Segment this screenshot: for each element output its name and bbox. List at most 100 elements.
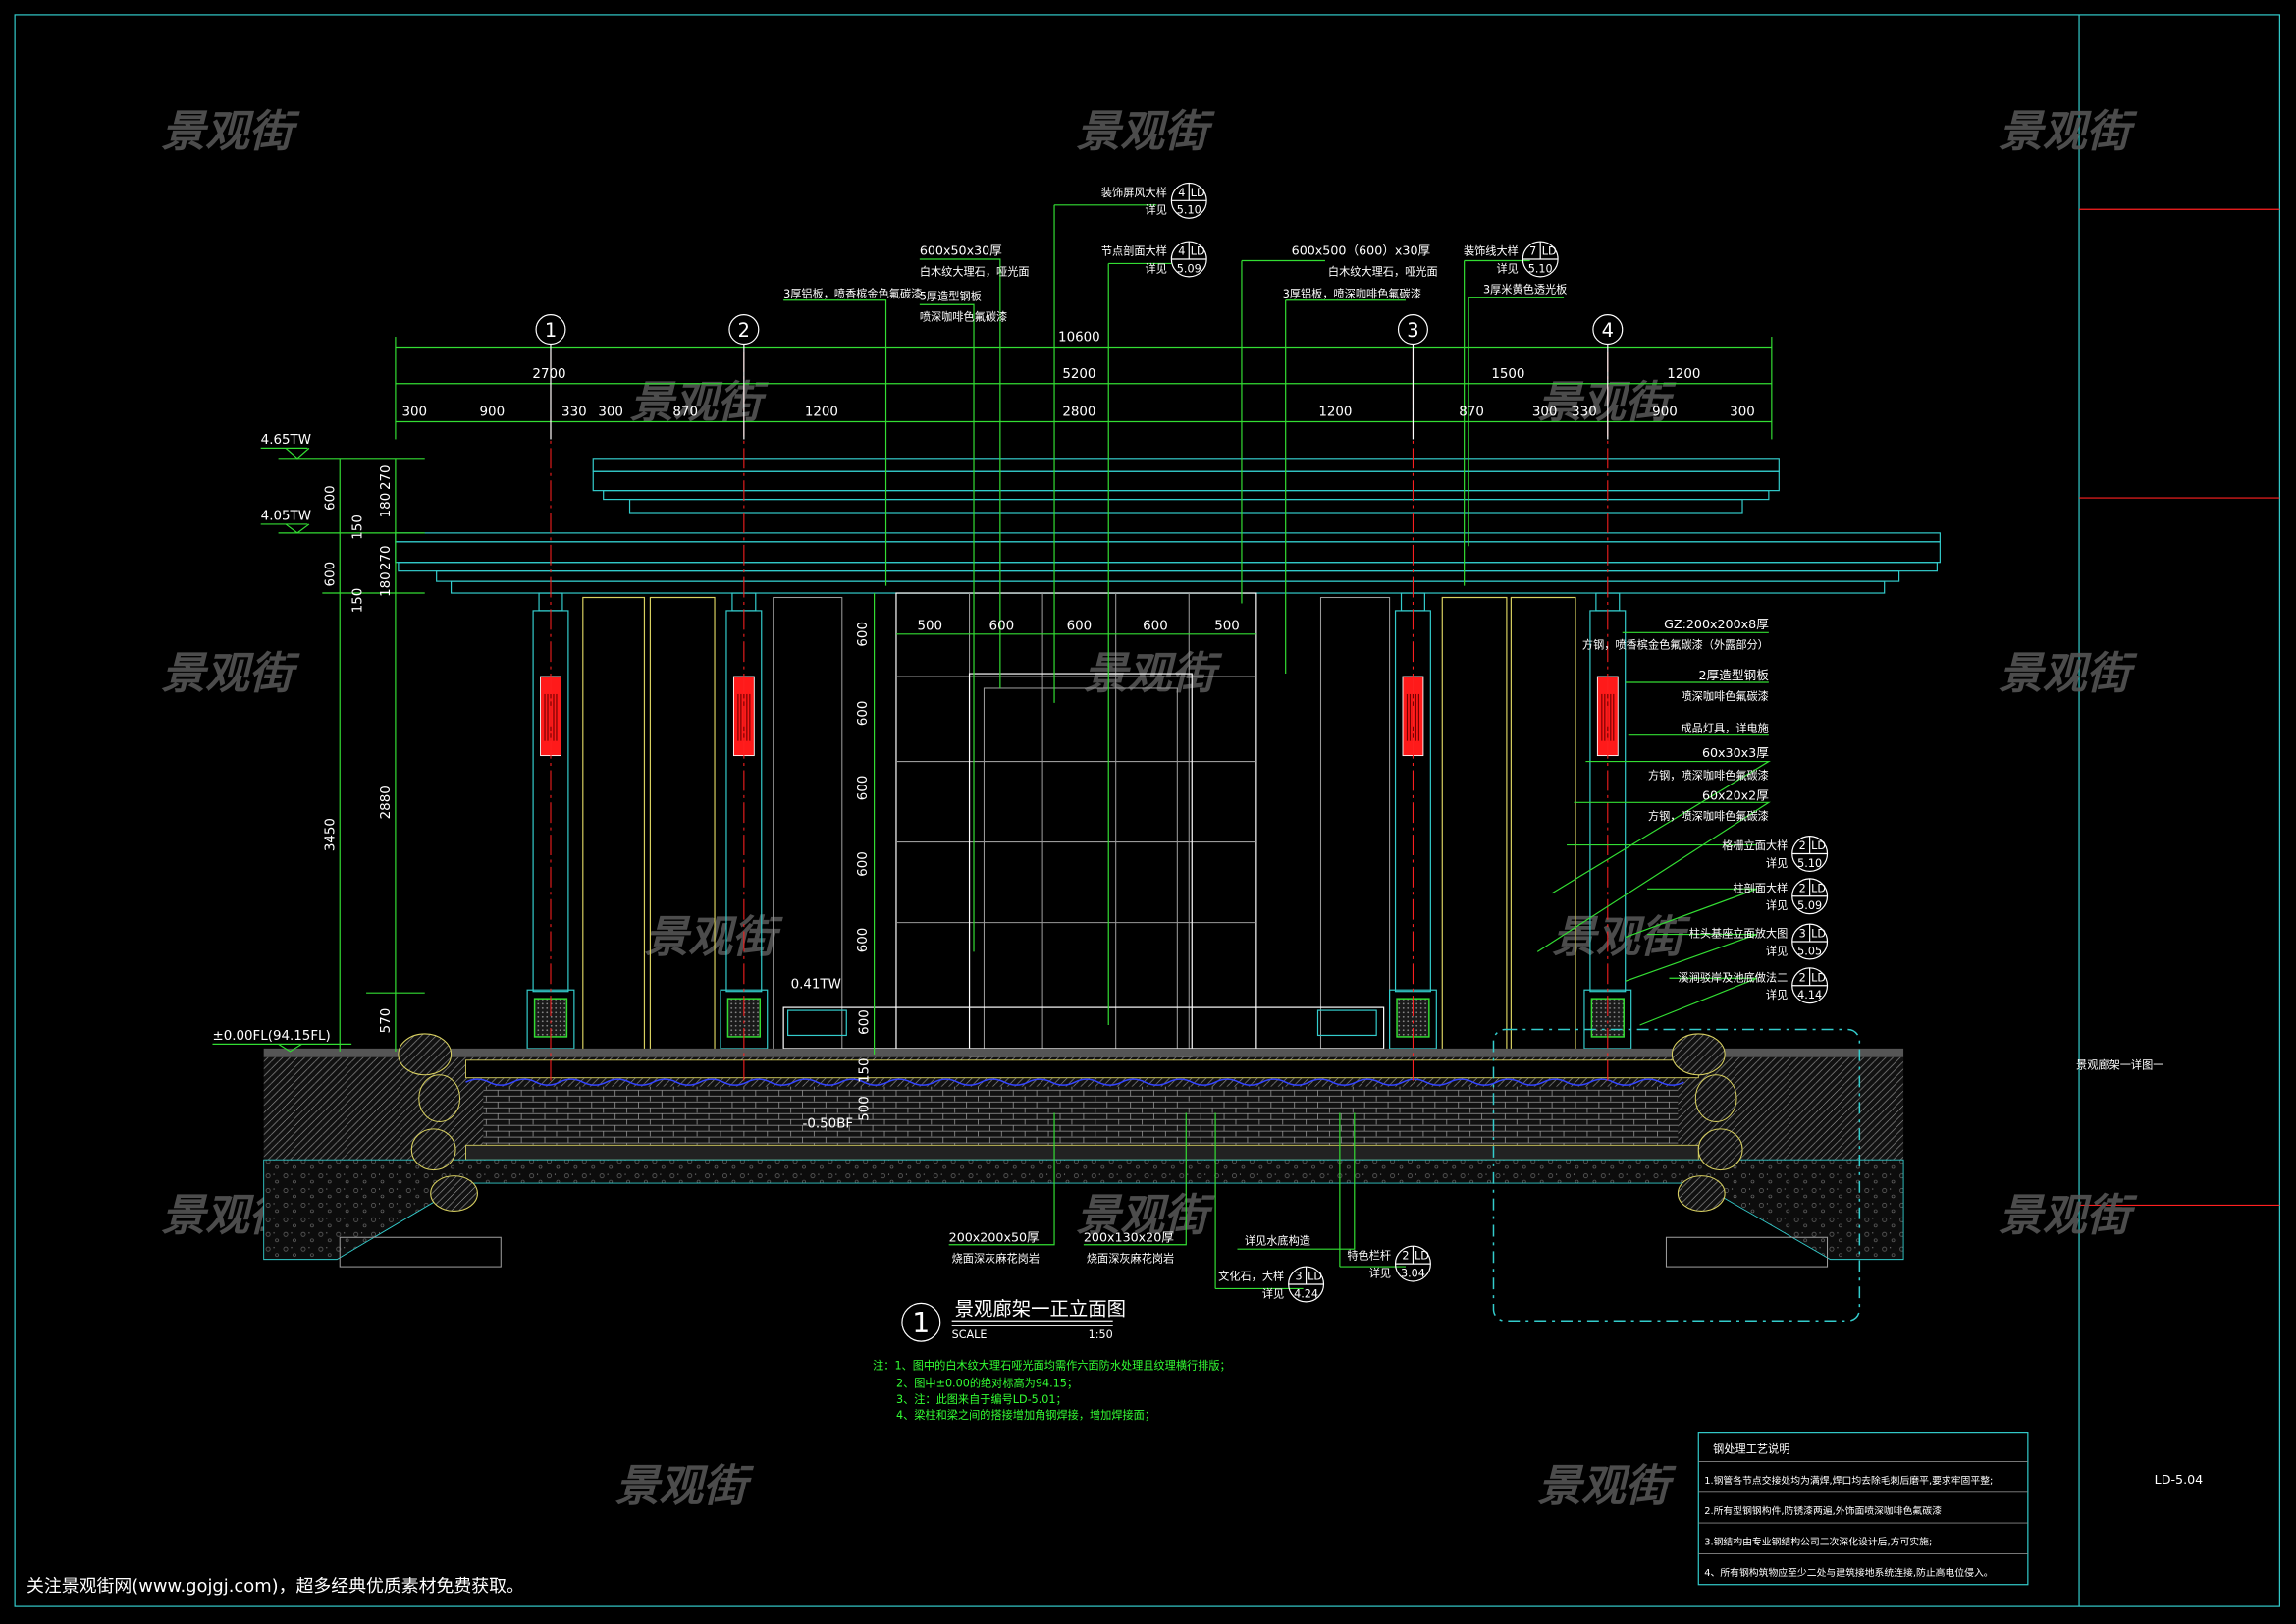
axis-marker-2: 2: [728, 314, 760, 440]
watermark-text: 景观街: [1537, 376, 1676, 428]
dim-row3: 2800: [1062, 406, 1095, 420]
ref-label: 溪涧驳岸及池底做法二: [1679, 970, 1789, 984]
callout-granite-1-material: 烧面深灰麻花岗岩: [952, 1252, 1040, 1266]
table-row: 4、所有钢构筑物应至少二处与建筑接地系统连接,防止高电位侵入。: [1704, 1566, 1993, 1579]
axis-marker-4: 4: [1592, 314, 1624, 440]
callout-tube-2-paint: 方钢，喷深咖啡色氟碳漆: [1648, 809, 1769, 823]
ref-sheet: 5.10: [1528, 262, 1553, 275]
table-row: 2.所有型钢钢构件,防锈漆两遍,外饰面喷深咖啡色氟碳漆: [1704, 1504, 1942, 1517]
dim-center-h: 600: [1143, 619, 1168, 633]
ref-see: 详见: [1369, 1267, 1391, 1280]
top-callouts: 600x50x30厚 白木纹大理石，哑光面 5厚造型钢板 喷深咖啡色氟碳漆 3厚…: [783, 244, 1567, 324]
callout-translucent-panel: 3厚米黄色透光板: [1483, 282, 1567, 296]
steel-treatment-table: 钢处理工艺说明 1.钢管各节点交接处均为满焊,焊口均去除毛刺后磨平,要求牢固平整…: [1697, 1432, 2029, 1586]
ref-sheet: 4.14: [1797, 989, 1822, 1001]
watermark-text: 景观街: [161, 105, 299, 157]
footer-text: 关注景观街网(www.gojgj.com)，超多经典优质素材免费获取。: [27, 1576, 524, 1597]
pavilion-elevation: [263, 458, 1941, 1323]
ref-label: 装饰线大样: [1464, 244, 1519, 258]
ref-label: 节点剖面大样: [1101, 244, 1167, 258]
ref-num: 4: [1178, 245, 1185, 258]
axis-label: 2: [738, 319, 750, 342]
watermarks: 景观街景观街景观街景观街景观街景观街景观街景观街景观街景观街景观街景观街景观街景…: [161, 105, 2137, 1512]
ref-sheet: 4.24: [1294, 1287, 1318, 1300]
dim-left-inner: 180: [379, 571, 394, 597]
table-row: 1.钢管各节点交接处均为满焊,焊口均去除毛刺后磨平,要求牢固平整;: [1704, 1474, 1993, 1487]
callout-steel-plate-2-paint: 喷深咖啡色氟碳漆: [1681, 689, 1768, 703]
note-1: 注：1、图中的白木纹大理石哑光面均需作六面防水处理且纹理横行排版；: [873, 1358, 1231, 1372]
ref-code: LD: [1811, 928, 1826, 941]
dim-row2: 1200: [1667, 367, 1700, 382]
dim-row3: 870: [672, 406, 698, 420]
ref-see: 详见: [1146, 203, 1167, 217]
ref-sheet: 3.04: [1401, 1268, 1425, 1280]
table-row: 3.钢结构由专业钢结构公司二次深化设计后,方可实施;: [1704, 1535, 1932, 1547]
dimension-lines: [212, 337, 1773, 1055]
ref-code: LD: [1191, 245, 1205, 258]
callout-marble-2-size: 600x500（600）x30厚: [1292, 244, 1431, 258]
dim-bench-v: 150: [858, 1057, 873, 1083]
ref-label: 特色栏杆: [1347, 1249, 1391, 1263]
dim-left-outer: 600: [323, 562, 338, 587]
dim-row3: 300: [1730, 406, 1755, 420]
ref-code: LD: [1811, 882, 1826, 894]
ref-num: 3: [1799, 928, 1806, 941]
level-bench-top: 0.41TW: [791, 978, 841, 993]
ref-label: 文化石，大样: [1218, 1270, 1284, 1283]
callout-tube-2-size: 60x20x2厚: [1702, 787, 1769, 802]
callout-aluminum-right: 3厚铝板，喷深咖啡色氟碳漆: [1283, 287, 1421, 300]
dim-center-v: 600: [856, 701, 871, 727]
ref-code: LD: [1542, 245, 1557, 258]
dim-bench-v: 500: [858, 1096, 873, 1121]
ref-label: 柱头基座立面放大图: [1689, 927, 1789, 941]
ref-label: 装饰屏风大样: [1101, 186, 1167, 199]
sheet-number: LD-5.04: [2155, 1472, 2204, 1487]
dim-left-inner: 270: [379, 545, 394, 570]
dim-row2: 2700: [532, 367, 565, 382]
watermark-text: 景观街: [1999, 647, 2137, 699]
ref-num: 7: [1529, 245, 1536, 258]
callout-steel-plate-2: 2厚造型钢板: [1699, 668, 1770, 682]
dim-row3: 300: [401, 406, 427, 420]
dim-row3: 300: [1532, 406, 1558, 420]
callout-column-spec: GZ:200x200x8厚: [1664, 617, 1769, 631]
level-top-wall-2: 4.05TW: [261, 509, 311, 523]
watermark-text: 景观街: [630, 376, 769, 428]
level-floor: ±0.00FL(94.15FL): [212, 1029, 330, 1044]
table-title: 钢处理工艺说明: [1713, 1442, 1789, 1456]
dim-total: 10600: [1058, 331, 1100, 346]
dim-center-h: 500: [1214, 619, 1240, 633]
callout-lamp: 成品灯具，详电施: [1681, 722, 1768, 735]
dim-row2: 1500: [1491, 367, 1524, 382]
note-4: 4、梁柱和梁之间的搭接增加角钢焊接，增加焊接面；: [896, 1408, 1155, 1422]
right-callouts: GZ:200x200x8厚 方钢，喷香槟金色氟碳漆（外露部分） 2厚造型钢板 喷…: [1582, 617, 1769, 823]
ref-num: 3: [1296, 1271, 1303, 1283]
level-top-wall-1: 4.65TW: [261, 433, 311, 448]
watermark-text: 景观街: [1537, 1460, 1676, 1512]
dim-row3: 300: [598, 406, 623, 420]
dim-left-inner: 180: [379, 493, 394, 518]
callout-steel-plate-1-paint: 喷深咖啡色氟碳漆: [920, 310, 1007, 324]
ref-code: LD: [1191, 187, 1205, 199]
drawing-number: 1: [912, 1307, 930, 1339]
dim-left-inner: 270: [379, 464, 394, 490]
drawing-title-text: 景观廊架一正立面图: [955, 1297, 1126, 1320]
dim-row3: 330: [561, 406, 587, 420]
dim-center-v: 600: [856, 622, 871, 647]
notes: 注：1、图中的白木纹大理石哑光面均需作六面防水处理且纹理横行排版； 2、图中±0…: [873, 1358, 1231, 1422]
ref-sheet: 5.09: [1177, 262, 1201, 275]
callout-marble-1-size: 600x50x30厚: [920, 244, 1002, 258]
dim-row3: 870: [1459, 406, 1484, 420]
bottom-callouts: 200x200x50厚 烧面深灰麻花岗岩 200x130x20厚 烧面深灰麻花岗…: [949, 1230, 1310, 1266]
dim-row3: 900: [480, 406, 506, 420]
